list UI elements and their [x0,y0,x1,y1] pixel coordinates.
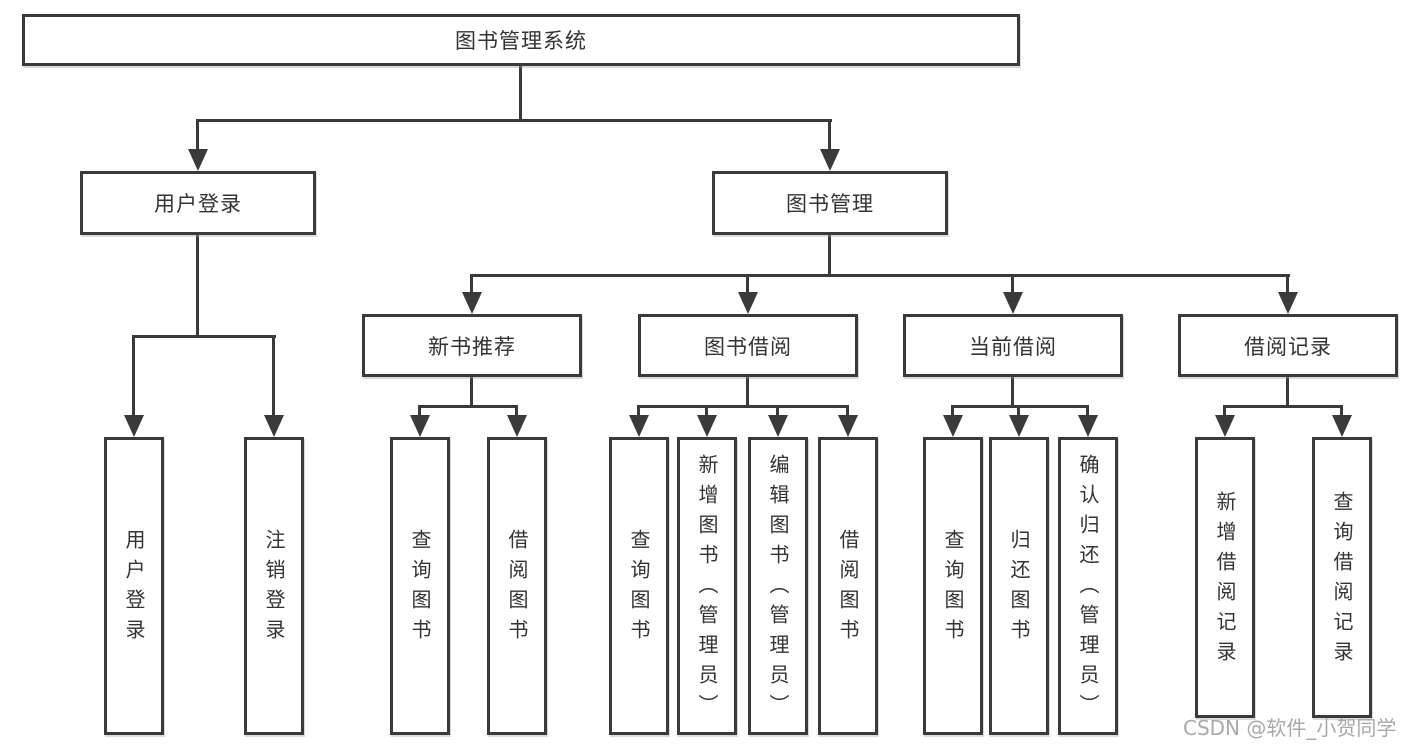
leaf-return-books: 归还图书 [989,437,1049,735]
leaf-borrow-books: 借阅图书 [818,437,878,735]
connector-vline [196,119,199,151]
arrow-down-icon [768,415,788,437]
leaf-user-login: 用户登录 [104,437,164,735]
connector-hline [1223,405,1343,408]
connector-vline [132,335,135,420]
node-user-login: 用户登录 [80,171,316,235]
connector-vline [470,377,473,407]
connector-vline [846,405,849,419]
connector-vline [272,335,275,420]
connector-vline [1011,274,1014,296]
arrow-down-icon [264,415,284,437]
arrow-down-icon [838,415,858,437]
connector-vline [705,405,708,419]
node-book-management: 图书管理 [712,171,948,235]
arrow-down-icon [738,292,758,314]
arrow-down-icon [507,415,527,437]
node-new-book-recommend: 新书推荐 [362,314,582,377]
connector-vline [1223,405,1226,419]
arrow-down-icon [1009,415,1029,437]
connector-hline [637,405,849,408]
arrow-down-icon [1332,415,1352,437]
connector-hline [196,119,832,122]
connector-vline [1017,405,1020,419]
connector-vline [519,66,522,121]
connector-hline [470,274,1290,277]
connector-vline [418,405,421,419]
connector-vline [1340,405,1343,419]
connector-vline [746,274,749,296]
arrow-down-icon [1215,415,1235,437]
node-current-borrow: 当前借阅 [903,314,1123,377]
arrow-down-icon [124,415,144,437]
connector-vline [828,235,831,276]
leaf-edit-books-admin: 编辑图书（管理员） [748,437,808,735]
connector-vline [828,119,831,151]
connector-vline [470,274,473,296]
connector-vline [1011,377,1014,407]
arrow-down-icon [1003,292,1023,314]
connector-hline [951,405,1089,408]
connector-hline [418,405,518,408]
arrow-down-icon [943,415,963,437]
arrow-down-icon [629,415,649,437]
node-borrow-records: 借阅记录 [1178,314,1398,377]
leaf-add-borrow-record: 新增借阅记录 [1195,437,1255,718]
arrow-down-icon [462,292,482,314]
leaf-query-borrow-record: 查询借阅记录 [1312,437,1372,718]
node-book-borrow: 图书借阅 [638,314,858,377]
leaf-recommend-query-books: 查询图书 [390,437,450,735]
arrow-down-icon [188,149,208,171]
arrow-down-icon [410,415,430,437]
connector-vline [1086,405,1089,419]
arrow-down-icon [820,149,840,171]
leaf-confirm-return-admin: 确认归还（管理员） [1058,437,1118,735]
connector-vline [1286,377,1289,407]
connector-vline [1286,274,1289,296]
leaf-current-query-books: 查询图书 [923,437,983,735]
connector-vline [776,405,779,419]
arrow-down-icon [1278,292,1298,314]
connector-vline [515,405,518,419]
arrow-down-icon [1078,415,1098,437]
arrow-down-icon [697,415,717,437]
leaf-recommend-borrow-books: 借阅图书 [487,437,547,735]
leaf-add-books-admin: 新增图书（管理员） [677,437,737,735]
connector-vline [637,405,640,419]
connector-vline [951,405,954,419]
connector-vline [746,377,749,407]
connector-vline [196,235,199,338]
leaf-logout: 注销登录 [244,437,304,735]
csdn-watermark: CSDN @软件_小贺同学 [1183,716,1397,740]
connector-hline [132,335,276,338]
node-root-library-management-system: 图书管理系统 [22,14,1020,66]
leaf-borrow-query-books: 查询图书 [609,437,669,735]
